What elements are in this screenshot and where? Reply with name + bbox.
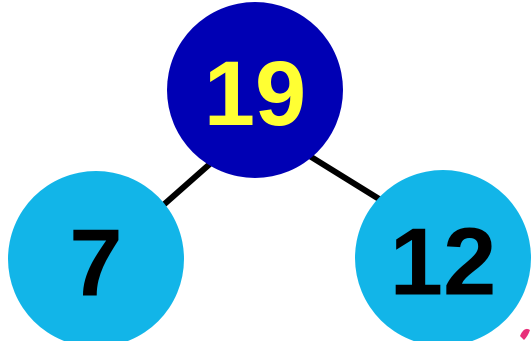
- whole-circle: [167, 2, 343, 178]
- part-circle-right: [355, 170, 531, 341]
- part-node-left: 7: [8, 171, 184, 341]
- part-node-right: 12: [355, 170, 531, 341]
- part-value-left: 7: [69, 210, 122, 317]
- corner-decoration-icon: [520, 328, 530, 340]
- whole-value: 19: [204, 43, 306, 145]
- part-value-right: 12: [390, 209, 497, 316]
- whole-node: 19: [167, 2, 343, 178]
- connector-right: [305, 152, 395, 210]
- part-circle-left: [8, 171, 184, 341]
